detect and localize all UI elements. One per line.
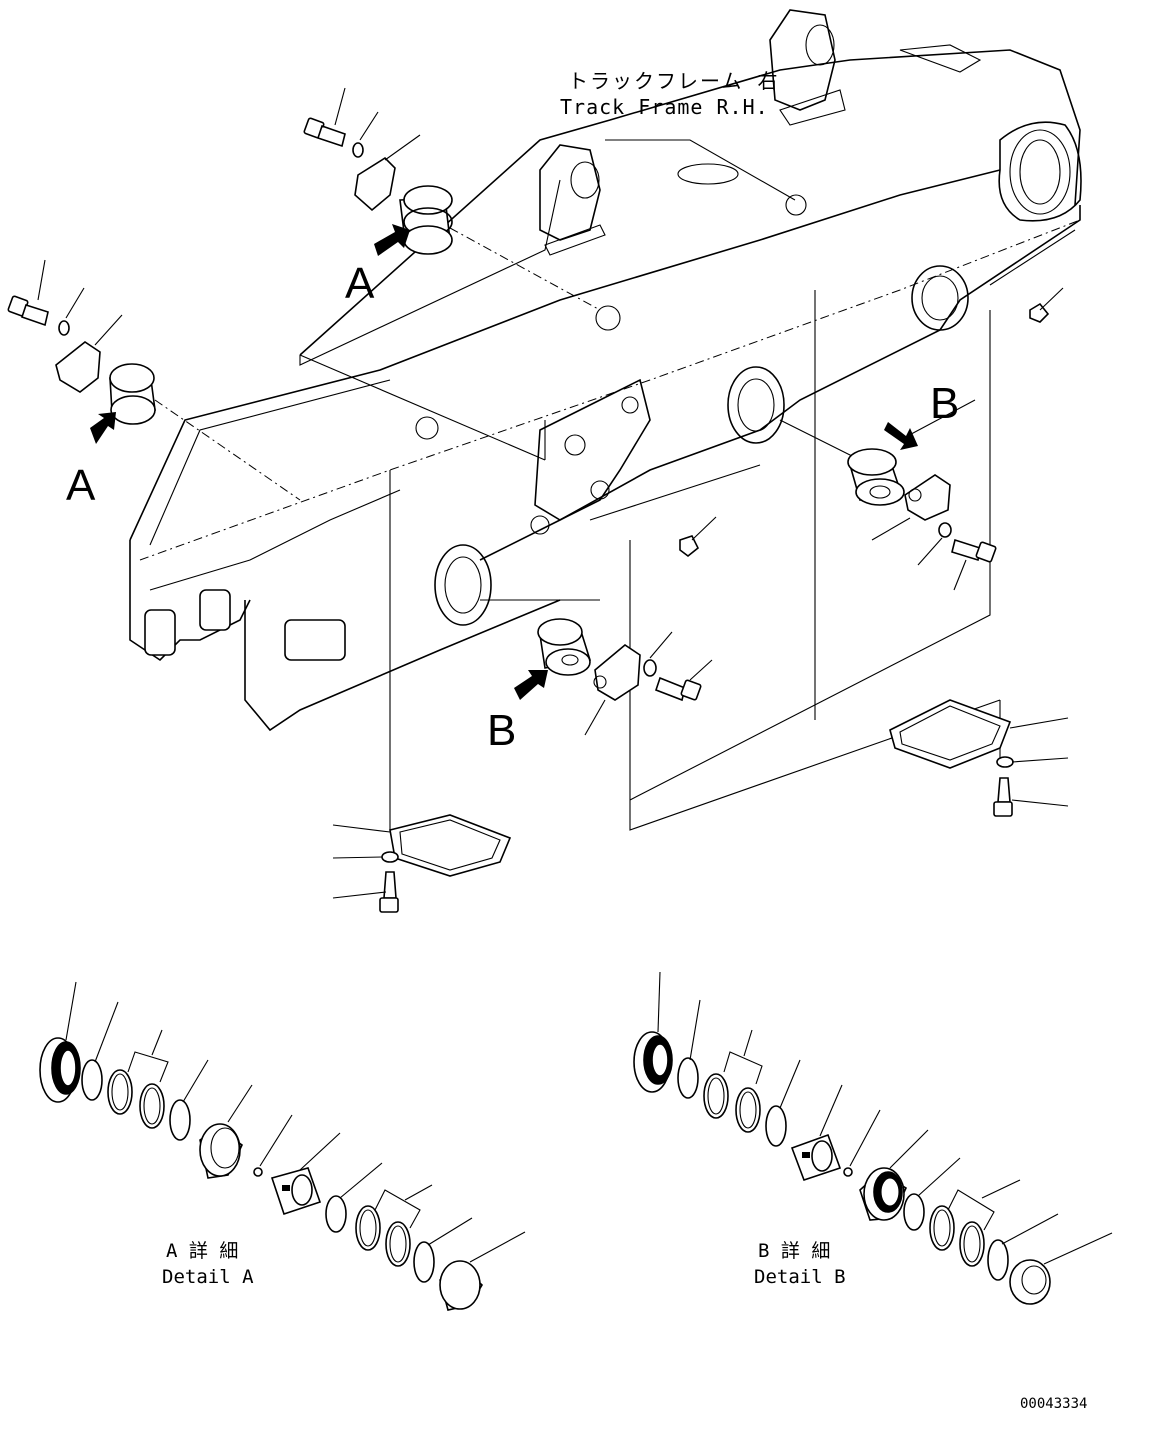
view-label-a-upper: A [345, 259, 375, 308]
view-label-a-left: A [66, 461, 96, 510]
right-b-bolt [951, 538, 997, 591]
detail-a-label-en: Detail A [162, 1266, 254, 1288]
left-a-bushing [109, 363, 156, 425]
view-label-b-right: B [930, 379, 959, 428]
detail-b-assembly [633, 971, 1113, 1305]
upper-a-arrow [374, 224, 410, 256]
left-a-arrow [90, 412, 116, 444]
track-frame-body [129, 9, 1082, 732]
detail-b-label-ja: B 詳 細 [758, 1240, 830, 1262]
lower-b-bushing [537, 618, 592, 676]
detail-b-seal [633, 971, 673, 1093]
left-a-parts [7, 259, 156, 444]
title-en: Track Frame R.H. [560, 95, 769, 119]
lower-b-arrow [514, 670, 548, 700]
lower-right-cover [889, 699, 1069, 817]
assembly-lines [154, 139, 1001, 831]
lower-left-cover-bolt [379, 871, 399, 913]
right-b-parts [847, 422, 997, 591]
detail-a-pin [270, 1132, 341, 1216]
detail-a-seal [39, 981, 81, 1103]
right-b-arrow [884, 422, 918, 450]
detail-a-cap [439, 1231, 526, 1311]
detail-a-assembly [39, 981, 526, 1311]
detail-b-label-en: Detail B [754, 1266, 846, 1288]
detail-a-bushing [199, 1084, 253, 1179]
detail-b-bushing [859, 1129, 929, 1221]
upper-a-parts [303, 87, 453, 256]
detail-a-label-ja: A 詳 細 [166, 1240, 238, 1262]
detail-b-collar [1009, 1232, 1113, 1305]
view-label-b-lower: B [487, 706, 516, 755]
detail-b-pin [790, 1084, 843, 1182]
upper-a-bushing [399, 185, 453, 255]
lower-b-bolt [654, 659, 713, 702]
drawing-number: 00043334 [1020, 1396, 1087, 1412]
lower-b-parts [514, 618, 713, 736]
left-a-bolt [7, 259, 49, 327]
upper-a-bolt [303, 87, 346, 148]
plugs [679, 287, 1064, 558]
lower-right-cover-bolt [993, 777, 1013, 817]
lower-left-cover [332, 814, 512, 913]
right-b-bushing [847, 448, 905, 506]
title-ja: トラックフレーム 右 [568, 69, 779, 93]
